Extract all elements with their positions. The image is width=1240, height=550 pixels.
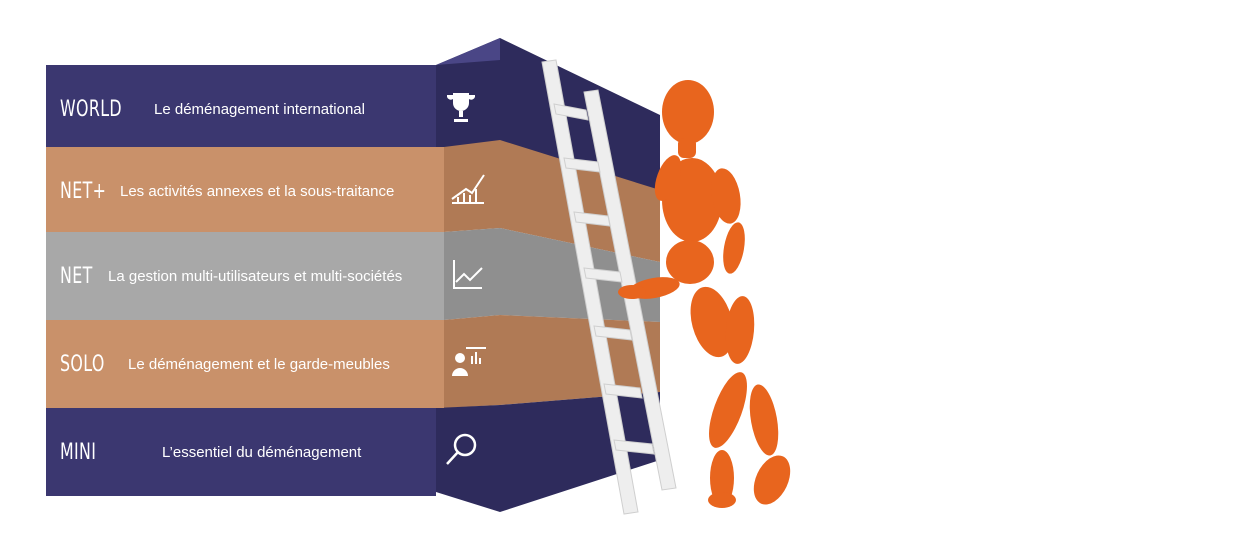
- presenter-icon: [448, 342, 488, 382]
- trophy-icon: [441, 87, 481, 127]
- tier-description: Les activités annexes et la sous-traitan…: [120, 182, 395, 200]
- tier-net-plus: NET+ Les activités annexes et la sous-tr…: [46, 147, 485, 235]
- tier-name: MINI: [60, 439, 97, 465]
- growth-chart-icon: [448, 169, 488, 209]
- line-chart-icon: [448, 254, 488, 294]
- magnifier-icon: [441, 430, 481, 470]
- tier-description: L’essentiel du déménagement: [162, 443, 362, 461]
- tier-description: La gestion multi-utilisateurs et multi-s…: [108, 267, 403, 285]
- tier-name: NET+: [60, 178, 107, 204]
- tier-mini: MINI L’essentiel du déménagement: [46, 408, 477, 496]
- tier-solo: SOLO Le déménagement et le garde-meubles: [46, 320, 486, 408]
- tier-world: WORLD Le déménagement international: [46, 65, 475, 153]
- tier-net: NET La gestion multi-utilisateurs et mul…: [46, 232, 483, 320]
- tier-name: WORLD: [60, 96, 122, 122]
- wooden-figure: [618, 80, 791, 508]
- tier-description: Le déménagement et le garde-meubles: [128, 355, 390, 373]
- tier-name: NET: [60, 263, 93, 289]
- tier-description: Le déménagement international: [154, 100, 365, 118]
- tier-name: SOLO: [60, 351, 105, 377]
